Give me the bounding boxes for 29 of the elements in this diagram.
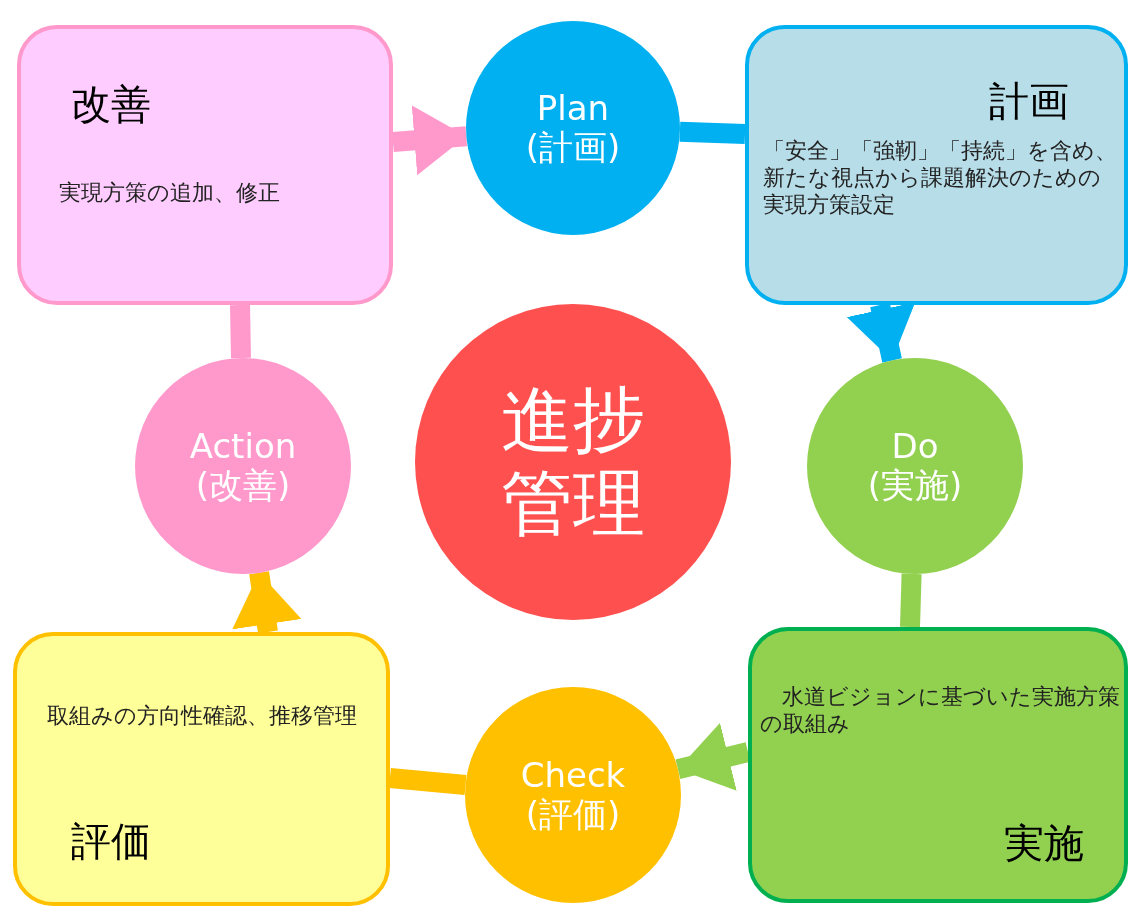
arrow bbox=[846, 302, 916, 363]
circle-label: Action (改善) bbox=[188, 427, 298, 506]
box-heading: 評価 bbox=[71, 817, 151, 866]
circle-label: Check (評価) bbox=[519, 756, 627, 835]
connector-line bbox=[900, 573, 922, 628]
phase-circle bbox=[466, 21, 680, 235]
description-box bbox=[745, 25, 1128, 305]
box-heading: 改善 bbox=[71, 80, 151, 129]
box-text: 「安全」「強靭」「持続」を含め、新たな視点から課題解決のための実現方策設定 bbox=[763, 137, 1118, 218]
box-heading: 計画 bbox=[989, 77, 1069, 126]
connector-line bbox=[389, 768, 467, 795]
box-text: 実現方策の追加、修正 bbox=[59, 179, 281, 206]
arrow bbox=[232, 571, 302, 634]
connector-line bbox=[679, 121, 746, 144]
arrow bbox=[392, 105, 468, 176]
circle-label: Do (実施) bbox=[866, 427, 964, 506]
circle-label: 進捗管理 bbox=[500, 379, 646, 545]
description-box bbox=[13, 632, 390, 906]
box-heading: 実施 bbox=[1004, 819, 1084, 868]
center-circle bbox=[415, 304, 731, 620]
phase-circle bbox=[807, 358, 1023, 574]
box-text: 水道ビジョンに基づいた実施方策の取組み bbox=[760, 683, 1121, 737]
description-box bbox=[748, 627, 1128, 903]
phase-circle bbox=[135, 358, 351, 574]
circle-label: Plan (計画) bbox=[524, 89, 622, 168]
description-box bbox=[17, 25, 393, 305]
phase-circle bbox=[465, 687, 681, 903]
box-text: 取組みの方向性確認、推移管理 bbox=[47, 702, 358, 729]
connector-line bbox=[230, 304, 251, 359]
